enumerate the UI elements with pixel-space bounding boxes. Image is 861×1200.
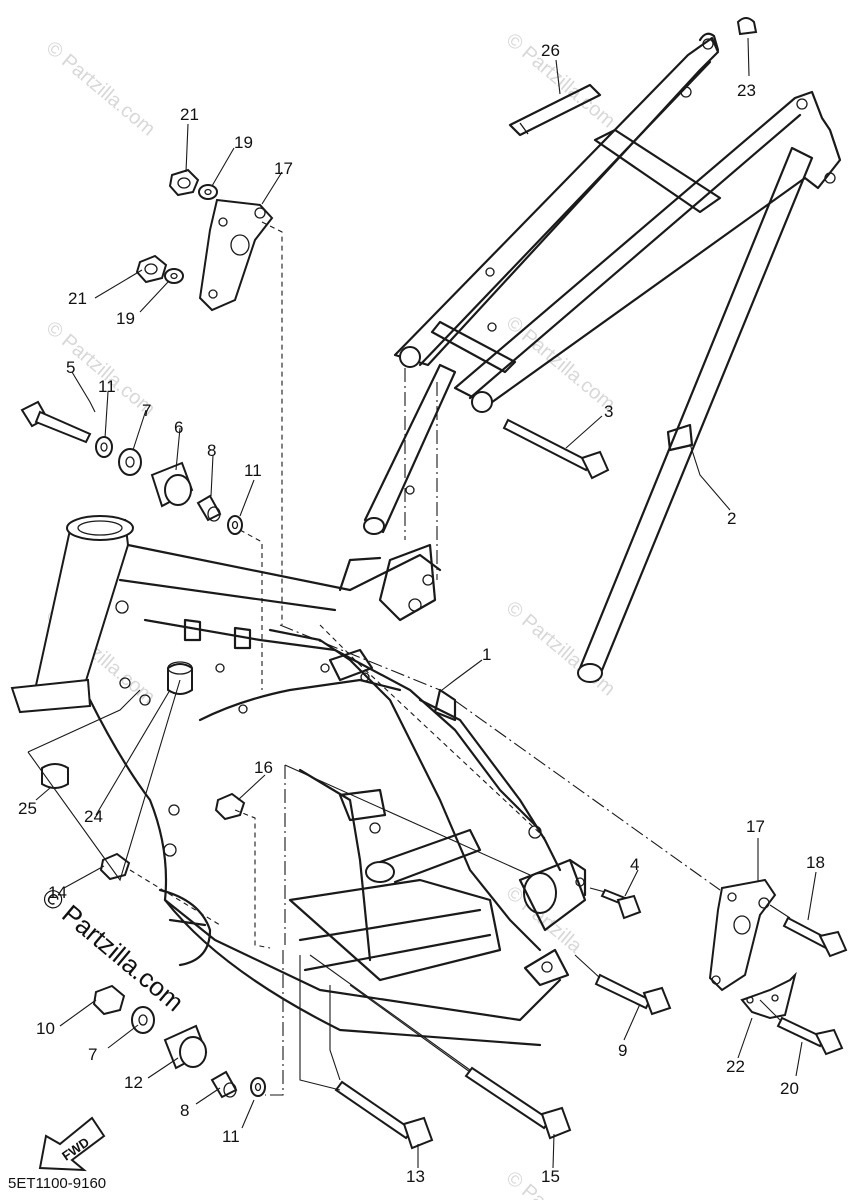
watermark-text: © Partzilla.com xyxy=(502,29,619,132)
callout-14: 14 xyxy=(48,883,67,902)
callout-10: 10 xyxy=(36,1019,55,1038)
watermark-text: © Partzilla.com xyxy=(42,37,159,140)
callout-11: 11 xyxy=(222,1127,240,1146)
callout-1: 1 xyxy=(482,645,491,664)
callout-21: 21 xyxy=(180,105,199,124)
callout-24: 24 xyxy=(84,807,103,826)
callout-11: 11 xyxy=(98,377,116,396)
callout-23: 23 xyxy=(737,81,756,100)
callout-16: 16 xyxy=(254,758,273,777)
callout-25: 25 xyxy=(18,799,37,818)
callout-13: 13 xyxy=(406,1167,425,1186)
callout-9: 9 xyxy=(618,1041,627,1060)
callout-20: 20 xyxy=(780,1079,799,1098)
callout-21: 21 xyxy=(68,289,87,308)
fwd-arrow-icon: FWD xyxy=(38,1116,106,1172)
callout-8: 8 xyxy=(180,1101,189,1120)
callout-18: 18 xyxy=(806,853,825,872)
callout-19: 19 xyxy=(234,133,253,152)
callout-labels: 21 19 17 21 19 5 11 7 6 8 11 3 2 1 26 23… xyxy=(18,41,825,1186)
callout-3: 3 xyxy=(604,402,613,421)
watermark-text: © Partzilla.com xyxy=(502,312,619,415)
callout-15: 15 xyxy=(541,1167,560,1186)
callout-6: 6 xyxy=(174,418,183,437)
callout-2: 2 xyxy=(727,509,736,528)
callout-4: 4 xyxy=(630,855,639,874)
callout-17: 17 xyxy=(746,817,765,836)
main-frame xyxy=(10,515,587,1047)
callout-19: 19 xyxy=(116,309,135,328)
callout-11: 11 xyxy=(244,461,262,480)
diagram-code: 5ET1100-9160 xyxy=(8,1175,106,1192)
callout-26: 26 xyxy=(541,41,560,60)
callout-17: 17 xyxy=(274,159,293,178)
callout-7: 7 xyxy=(142,401,151,420)
rear-subframe xyxy=(363,32,842,683)
callout-7: 7 xyxy=(88,1045,97,1064)
callout-5: 5 xyxy=(66,358,75,377)
callout-8: 8 xyxy=(207,441,216,460)
callout-22: 22 xyxy=(726,1057,745,1076)
fasteners-group xyxy=(20,17,848,1150)
callout-12: 12 xyxy=(124,1073,143,1092)
leader-lines xyxy=(27,37,817,1169)
